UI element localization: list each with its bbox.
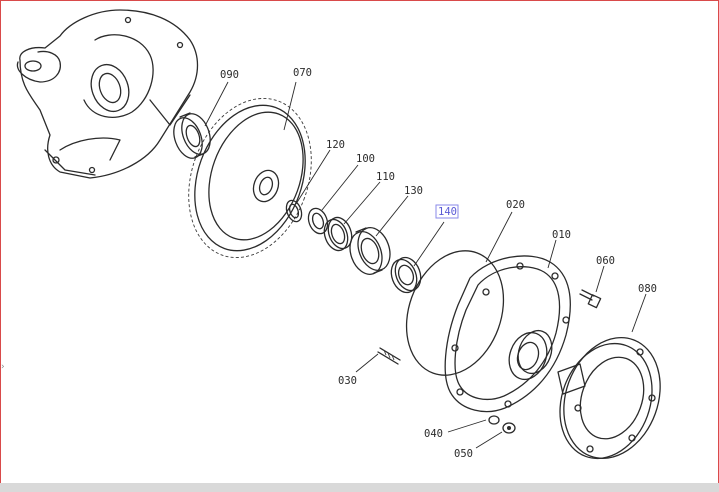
label-060[interactable]: 060 [596,255,615,267]
label-080[interactable]: 080 [638,283,657,295]
housing-casting [16,9,199,179]
part-130-bearing[interactable] [344,223,395,279]
label-040[interactable]: 040 [424,428,443,440]
part-020-o-ring[interactable] [390,237,520,389]
leader-lines [204,81,647,449]
part-110-spacer[interactable] [320,214,356,254]
part-120-snap-ring[interactable] [284,198,305,223]
label-120[interactable]: 120 [326,139,345,151]
label-070[interactable]: 070 [293,67,312,79]
label-130[interactable]: 130 [404,185,423,197]
scrollbar-track[interactable] [0,483,719,492]
label-100[interactable]: 100 [356,153,375,165]
part-030-stud[interactable] [377,347,401,365]
label-140[interactable]: 140 [438,206,457,218]
part-010-cover[interactable] [444,255,571,413]
label-110[interactable]: 110 [376,171,395,183]
label-030[interactable]: 030 [338,375,357,387]
part-060-bolt[interactable] [579,289,602,309]
part-070-ring-gear[interactable] [167,81,332,275]
part-100-collar[interactable] [305,206,331,237]
scroll-left-arrow-icon[interactable]: › [1,362,5,372]
part-040-washer[interactable] [488,415,500,425]
part-090-bearing[interactable] [169,110,216,162]
label-090[interactable]: 090 [220,69,239,81]
part-080-axle-flange[interactable] [544,324,676,472]
label-050[interactable]: 050 [454,448,473,460]
highlight-box [435,204,459,219]
part-050-nut[interactable] [502,422,516,434]
part-140-seal[interactable] [387,254,425,296]
label-020[interactable]: 020 [506,199,525,211]
label-010[interactable]: 010 [552,229,571,241]
